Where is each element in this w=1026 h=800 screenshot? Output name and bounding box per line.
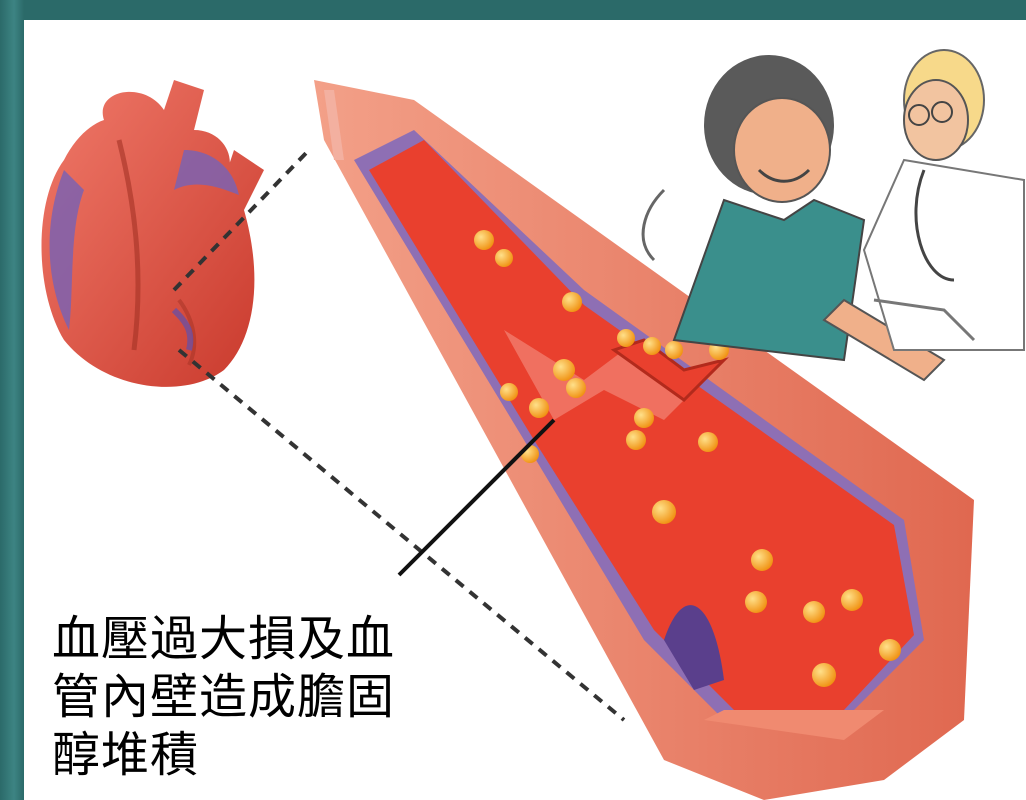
illustration-canvas: 血壓過大損及血 管內壁造成膽固 醇堆積 bbox=[24, 20, 1026, 800]
caption-text: 血壓過大損及血 管內壁造成膽固 醇堆積 bbox=[52, 610, 432, 784]
patient-doctor-cartoon bbox=[643, 50, 1024, 380]
